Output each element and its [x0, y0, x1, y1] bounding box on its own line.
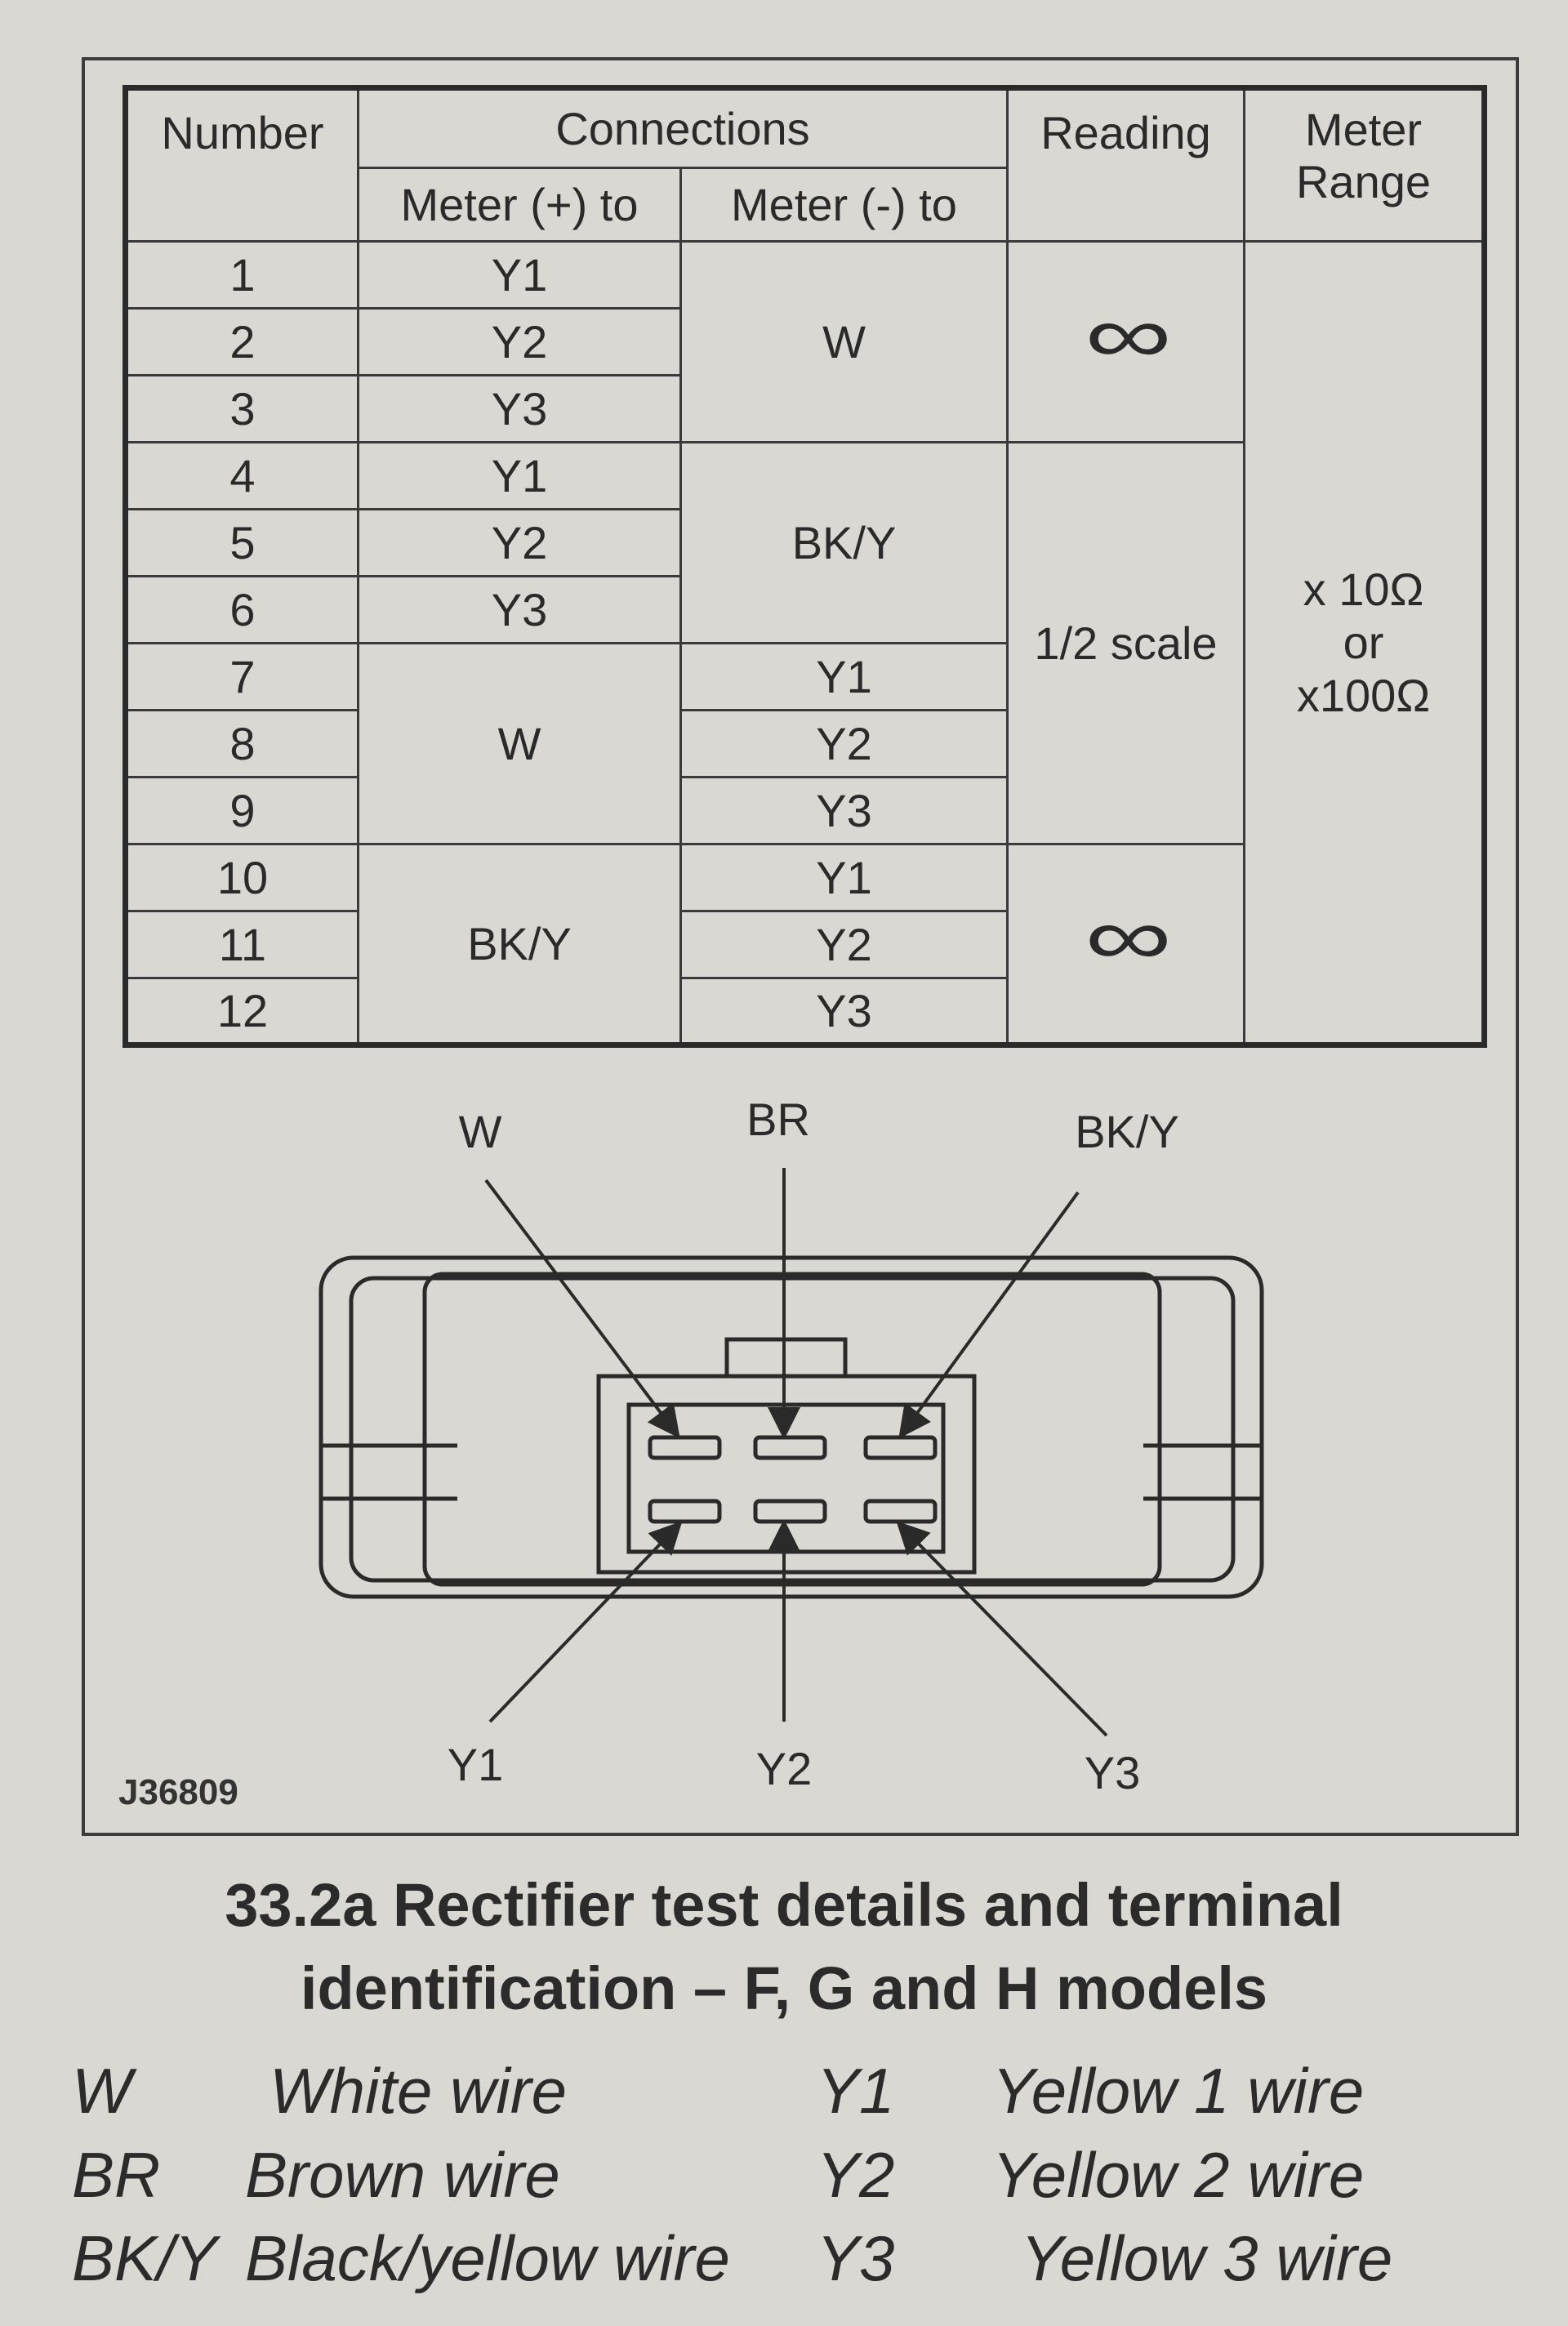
legend-code-bky: BK/Y: [72, 2222, 217, 2294]
meter-range-cell: x 10Ω or x100Ω: [1243, 240, 1486, 1046]
legend-code-y1: Y1: [817, 2055, 895, 2127]
legend-code-y2: Y2: [817, 2139, 895, 2211]
header-meter-range-line1: Meter: [1304, 104, 1423, 155]
row-number: 1: [124, 240, 359, 310]
plus-cell: Y2: [357, 307, 682, 377]
header-connections: Connections: [357, 87, 1009, 169]
legend-desc-w: White wire: [270, 2055, 568, 2127]
row-number: 11: [124, 910, 359, 979]
row-number: 8: [124, 709, 359, 778]
legend-desc-y3: Yellow 3 wire: [1021, 2222, 1393, 2294]
range-line3: x100Ω: [1296, 670, 1431, 721]
legend-desc-bky: Black/yellow wire: [245, 2222, 730, 2294]
plus-cell: Y1: [357, 240, 682, 310]
row-number: 9: [124, 776, 359, 845]
plus-cell: BK/Y: [357, 843, 682, 1046]
plus-cell: W: [357, 642, 682, 845]
label-y3: Y3: [1085, 1747, 1141, 1798]
minus-cell: Y2: [679, 910, 1009, 979]
figure-frame: [82, 57, 1519, 1836]
minus-cell: W: [679, 240, 1009, 443]
label-y1: Y1: [448, 1739, 504, 1790]
terminal-y1: [648, 1499, 722, 1524]
row-number: 3: [124, 374, 359, 443]
arrow-bky: [898, 1191, 1080, 1439]
legend-code-br: BR: [72, 2139, 161, 2211]
terminal-br: [753, 1435, 827, 1460]
legend-desc-y1: Yellow 1 wire: [992, 2055, 1365, 2127]
label-w: W: [459, 1106, 502, 1157]
plus-cell: Y2: [357, 508, 682, 577]
terminal-w: [648, 1435, 722, 1460]
label-y2: Y2: [756, 1743, 813, 1794]
label-bky: BK/Y: [1075, 1106, 1179, 1157]
terminal-bky: [863, 1435, 938, 1460]
header-reading: Reading: [1006, 87, 1245, 243]
infinity-symbol: ∞: [1085, 289, 1172, 381]
pointer-arrows: [484, 1168, 1108, 1737]
plus-cell: Y1: [357, 441, 682, 510]
minus-cell: Y3: [679, 776, 1009, 845]
terminal-y2: [753, 1499, 827, 1524]
row-number: 10: [124, 843, 359, 912]
header-meter-range-line2: Range: [1295, 156, 1432, 207]
minus-cell: Y1: [679, 843, 1009, 912]
infinity-symbol: ∞: [1085, 891, 1172, 983]
reading-cell: ∞: [1006, 843, 1245, 1046]
row-number: 6: [124, 575, 359, 644]
range-line1: x 10Ω: [1303, 564, 1424, 615]
range-line2: or: [1343, 617, 1384, 668]
minus-cell: Y1: [679, 642, 1009, 711]
reading-cell: 1/2 scale: [1006, 441, 1245, 845]
header-meter-plus: Meter (+) to: [357, 167, 682, 243]
arrow-y1: [488, 1521, 683, 1723]
label-br: BR: [746, 1094, 810, 1145]
row-number: 12: [124, 977, 359, 1046]
legend-code-y3: Y3: [817, 2222, 895, 2294]
plus-cell: Y3: [357, 374, 682, 443]
caption-line2: identification – F, G and H models: [300, 1954, 1268, 2022]
caption-line1: 33.2a Rectifier test details and termina…: [225, 1871, 1343, 1939]
legend-code-w: W: [72, 2055, 132, 2127]
reading-cell: ∞: [1006, 240, 1245, 443]
minus-cell: Y3: [679, 977, 1009, 1046]
arrow-w: [484, 1179, 680, 1439]
legend-desc-y2: Yellow 2 wire: [992, 2139, 1365, 2211]
rectifier-test-table: Number Connections Reading Meter Range M…: [122, 85, 1487, 1048]
rectifier-body: [318, 1255, 1264, 1599]
legend-desc-br: Brown wire: [245, 2139, 560, 2211]
row-number: 4: [124, 441, 359, 510]
row-number: 2: [124, 307, 359, 377]
row-number: 7: [124, 642, 359, 711]
header-meter-range: Meter Range: [1243, 87, 1486, 243]
plus-cell: Y3: [357, 575, 682, 644]
header-number: Number: [124, 87, 359, 243]
figure-code: J36809: [118, 1772, 238, 1812]
header-meter-minus: Meter (-) to: [679, 167, 1009, 243]
connector-diagram: W BR BK/Y Y1 Y2 Y3: [318, 1094, 1264, 1798]
arrow-y3: [896, 1521, 1108, 1737]
row-number: 5: [124, 508, 359, 577]
minus-cell: BK/Y: [679, 441, 1009, 644]
terminal-y3: [863, 1499, 938, 1524]
minus-cell: Y2: [679, 709, 1009, 778]
